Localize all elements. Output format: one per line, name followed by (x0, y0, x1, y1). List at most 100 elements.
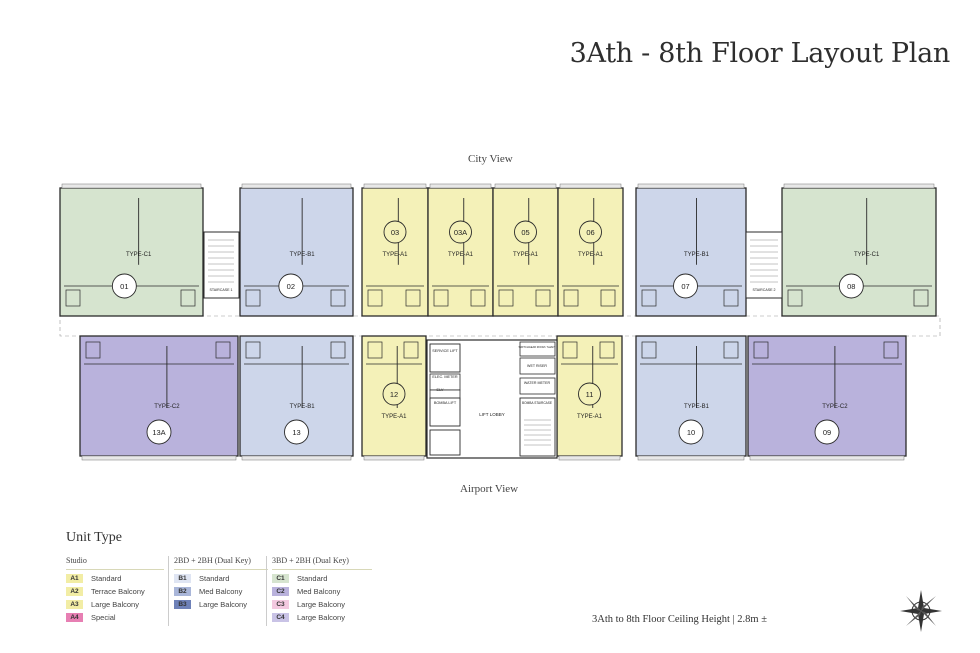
balcony (429, 183, 492, 189)
unit-number: 13A (152, 428, 165, 437)
kitchen (883, 341, 899, 359)
legend-rule (174, 569, 268, 570)
unit-type-label: TYPE-A1 (578, 252, 604, 258)
legend-item-label: Large Balcony (91, 600, 139, 609)
balcony (61, 183, 202, 189)
unit-number: 02 (287, 282, 295, 291)
unit-type-label: TYPE-B1 (684, 404, 710, 410)
bathroom (787, 289, 803, 307)
ceiling-height-note: 3Ath to 8th Floor Ceiling Height | 2.8m … (592, 614, 767, 625)
water-meter-room (519, 377, 556, 395)
kitchen (599, 341, 615, 359)
balcony (241, 455, 352, 461)
balcony (363, 183, 427, 189)
balcony (637, 455, 745, 461)
legend-swatch: B2 (174, 587, 191, 596)
unit-outline (492, 187, 559, 317)
airport-view-label: Airport View (460, 483, 519, 495)
unit-number-circle (678, 419, 704, 445)
wet-riser-label: WET RISER (527, 364, 547, 368)
lift-lobby-label: LIFT LOBBY (479, 412, 504, 417)
kitchen (600, 289, 616, 307)
kitchen (405, 289, 421, 307)
staircase-2 (745, 231, 783, 299)
unit-number: 07 (681, 282, 689, 291)
corridor (59, 315, 941, 337)
bottom-unit-10: TYPE-B1 10 (635, 335, 747, 461)
unit-number-circle (673, 273, 698, 299)
kitchen (330, 341, 346, 359)
legend-item-label: Large Balcony (297, 600, 345, 609)
balcony (558, 455, 621, 461)
legend-title: Unit Type (66, 530, 122, 545)
legend-rule (66, 569, 164, 570)
bathroom (562, 341, 578, 359)
water-meter-label: WATER METER (524, 381, 551, 385)
unit-type-label: TYPE-B1 (290, 252, 316, 258)
balcony (749, 455, 905, 461)
unit-number-circle (382, 382, 406, 406)
legend-swatch: A1 (66, 574, 83, 583)
bathroom (498, 289, 514, 307)
unit-number-circle (579, 220, 602, 244)
unit-number-circle (838, 273, 864, 299)
unit-number: 13 (292, 428, 300, 437)
unit-number: 05 (521, 228, 529, 237)
balcony (559, 183, 622, 189)
kitchen (330, 289, 346, 307)
bathroom (367, 341, 383, 359)
unit-type-label: TYPE-C2 (822, 404, 848, 410)
service-lift (429, 343, 461, 373)
unit-type-label: TYPE-A1 (381, 414, 407, 420)
bathroom (433, 289, 449, 307)
balcony (783, 183, 935, 189)
legend-rule (272, 569, 372, 570)
unit-number: 10 (687, 428, 695, 437)
kitchen (723, 289, 739, 307)
legend-swatch: C3 (272, 600, 289, 609)
unit-number: 06 (586, 228, 594, 237)
legend-item-label: Large Balcony (297, 613, 345, 622)
unit-type-label: TYPE-C1 (126, 252, 152, 258)
unit-number-circle (578, 382, 601, 406)
top-unit-02: TYPE-B1 02 (239, 183, 354, 317)
legend-swatch: A2 (66, 587, 83, 596)
unit-number: 11 (586, 390, 594, 399)
legend-group-heading: Studio (66, 556, 87, 565)
unit-type-label: TYPE-C1 (854, 252, 880, 258)
legend-group-heading: 2BD + 2BH (Dual Key) (174, 556, 251, 565)
corridor-band (59, 315, 941, 337)
elv-label: ELV (437, 388, 444, 392)
bathroom (85, 341, 101, 359)
bottom-units: TYPE-C213ATYPE-B113TYPE-A112TYPE-A111TYP… (79, 335, 907, 461)
compass-icon (900, 590, 942, 632)
legend-swatch: A3 (66, 600, 83, 609)
unit-number: 09 (823, 428, 831, 437)
top-unit-01: TYPE-C1 01 (59, 183, 204, 317)
bathroom (245, 289, 261, 307)
staircase-2-label: STAIRCASE 2 (752, 288, 775, 292)
legend-item-label: Special (91, 613, 116, 622)
unit-number: 12 (390, 390, 398, 399)
bathroom (367, 289, 383, 307)
balcony (363, 455, 425, 461)
bathroom (65, 289, 81, 307)
kitchen (215, 341, 231, 359)
kitchen (535, 289, 551, 307)
unit-number: 01 (120, 282, 128, 291)
